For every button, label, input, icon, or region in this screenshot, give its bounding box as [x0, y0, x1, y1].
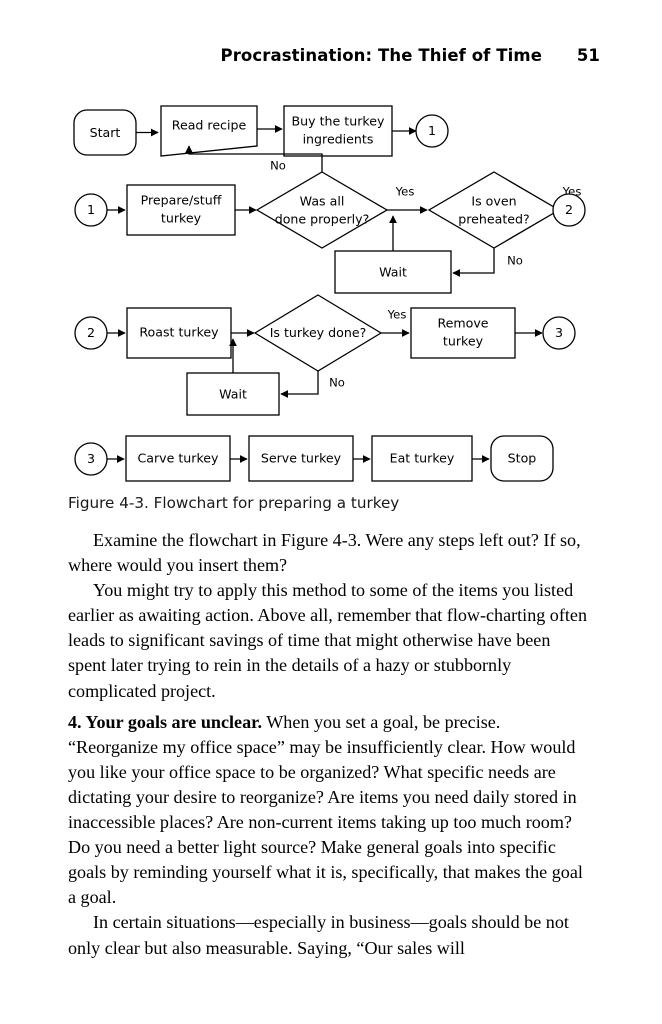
connector-2-right: 2: [552, 193, 586, 227]
node-eat-turkey: Eat turkey: [371, 435, 473, 482]
decision-oven-line1: Is oven: [471, 194, 516, 209]
running-head: Procrastination: The Thief of Time 51: [70, 42, 600, 68]
node-prepare-line1: Prepare/stuff: [141, 193, 222, 208]
node-wait-row2: Wait: [334, 250, 452, 294]
connector-2-left-label: 2: [87, 325, 95, 340]
node-stop-label: Stop: [508, 451, 537, 466]
node-read-recipe-label: Read recipe: [172, 118, 247, 133]
node-buy-ingredients: Buy the turkey ingredients: [283, 105, 393, 157]
edge-label-turkey-yes: Yes: [387, 308, 407, 322]
node-wait-row3-label: Wait: [219, 387, 247, 402]
connector-3-right: 3: [542, 316, 576, 350]
node-carve-turkey: Carve turkey: [125, 435, 231, 482]
decision-is-turkey-done: Is turkey done?: [253, 294, 383, 372]
edge-label-done-no: No: [270, 159, 286, 173]
node-remove-line2: turkey: [443, 334, 484, 349]
node-start-label: Start: [90, 125, 121, 140]
paragraph-1: Examine the flowchart in Figure 4-3. Wer…: [68, 530, 581, 576]
node-stop: Stop: [490, 435, 554, 482]
node-prepare-line2: turkey: [161, 211, 202, 226]
node-roast-turkey: Roast turkey: [126, 307, 232, 359]
node-carve-turkey-label: Carve turkey: [137, 451, 219, 466]
paragraph-2: You might try to apply this method to so…: [68, 580, 587, 701]
connector-3-left: 3: [74, 442, 108, 476]
paragraph-3-heading: 4. Your goals are unclear.: [68, 711, 263, 732]
edge-label-oven-no: No: [507, 254, 523, 268]
figure-caption: Figure 4-3. Flowchart for preparing a tu…: [68, 494, 400, 512]
node-start: Start: [73, 109, 137, 156]
node-read-recipe: Read recipe: [160, 105, 258, 157]
body-text: Examine the flowchart in Figure 4-3. Wer…: [68, 528, 587, 961]
connector-2-left: 2: [74, 316, 108, 350]
connector-1-left-label: 1: [87, 202, 95, 217]
connector-2-right-label: 2: [565, 202, 573, 217]
connector-1-top: 1: [415, 114, 449, 148]
edge-done-no-loop: [185, 145, 323, 172]
node-serve-turkey-label: Serve turkey: [261, 451, 342, 466]
decision-done-line1: Was all: [300, 194, 345, 209]
flowchart-figure: Start Read recipe Buy the turkey ingredi…: [60, 96, 605, 492]
decision-is-oven-preheated: Is oven preheated?: [427, 171, 561, 249]
node-prepare-stuff-turkey: Prepare/stuff turkey: [126, 184, 236, 236]
connector-3-left-label: 3: [87, 451, 95, 466]
edge-label-done-yes: Yes: [395, 185, 415, 199]
node-buy-line1: Buy the turkey: [292, 114, 385, 129]
connector-3-right-label: 3: [555, 325, 563, 340]
decision-was-all-done-properly: Was all done properly?: [255, 171, 389, 249]
running-head-title: Procrastination: The Thief of Time: [220, 45, 542, 65]
edge-oven-no-to-wait: [452, 248, 495, 277]
decision-oven-line2: preheated?: [458, 212, 529, 227]
edge-label-turkey-no: No: [329, 376, 345, 390]
decision-turkey-done-label: Is turkey done?: [270, 325, 367, 340]
connector-1-left: 1: [74, 193, 108, 227]
paragraph-3-body: When you set a goal, be precise. “Reorga…: [68, 711, 583, 908]
paragraph-4: In certain situations—especially in busi…: [68, 912, 569, 958]
edge-turkey-no-to-wait: [280, 371, 319, 398]
node-wait-row3: Wait: [186, 372, 280, 416]
node-remove-line1: Remove: [437, 316, 488, 331]
decision-done-line2: done properly?: [275, 212, 370, 227]
node-roast-turkey-label: Roast turkey: [139, 325, 219, 340]
connector-1-top-label: 1: [428, 123, 436, 138]
node-remove-turkey: Remove turkey: [410, 307, 516, 359]
node-eat-turkey-label: Eat turkey: [390, 451, 455, 466]
page-number: 51: [576, 45, 600, 65]
node-buy-line2: ingredients: [303, 132, 374, 147]
node-serve-turkey: Serve turkey: [248, 435, 354, 482]
node-wait-row2-label: Wait: [379, 265, 407, 280]
paragraph-3: 4. Your goals are unclear. When you set …: [68, 710, 587, 911]
